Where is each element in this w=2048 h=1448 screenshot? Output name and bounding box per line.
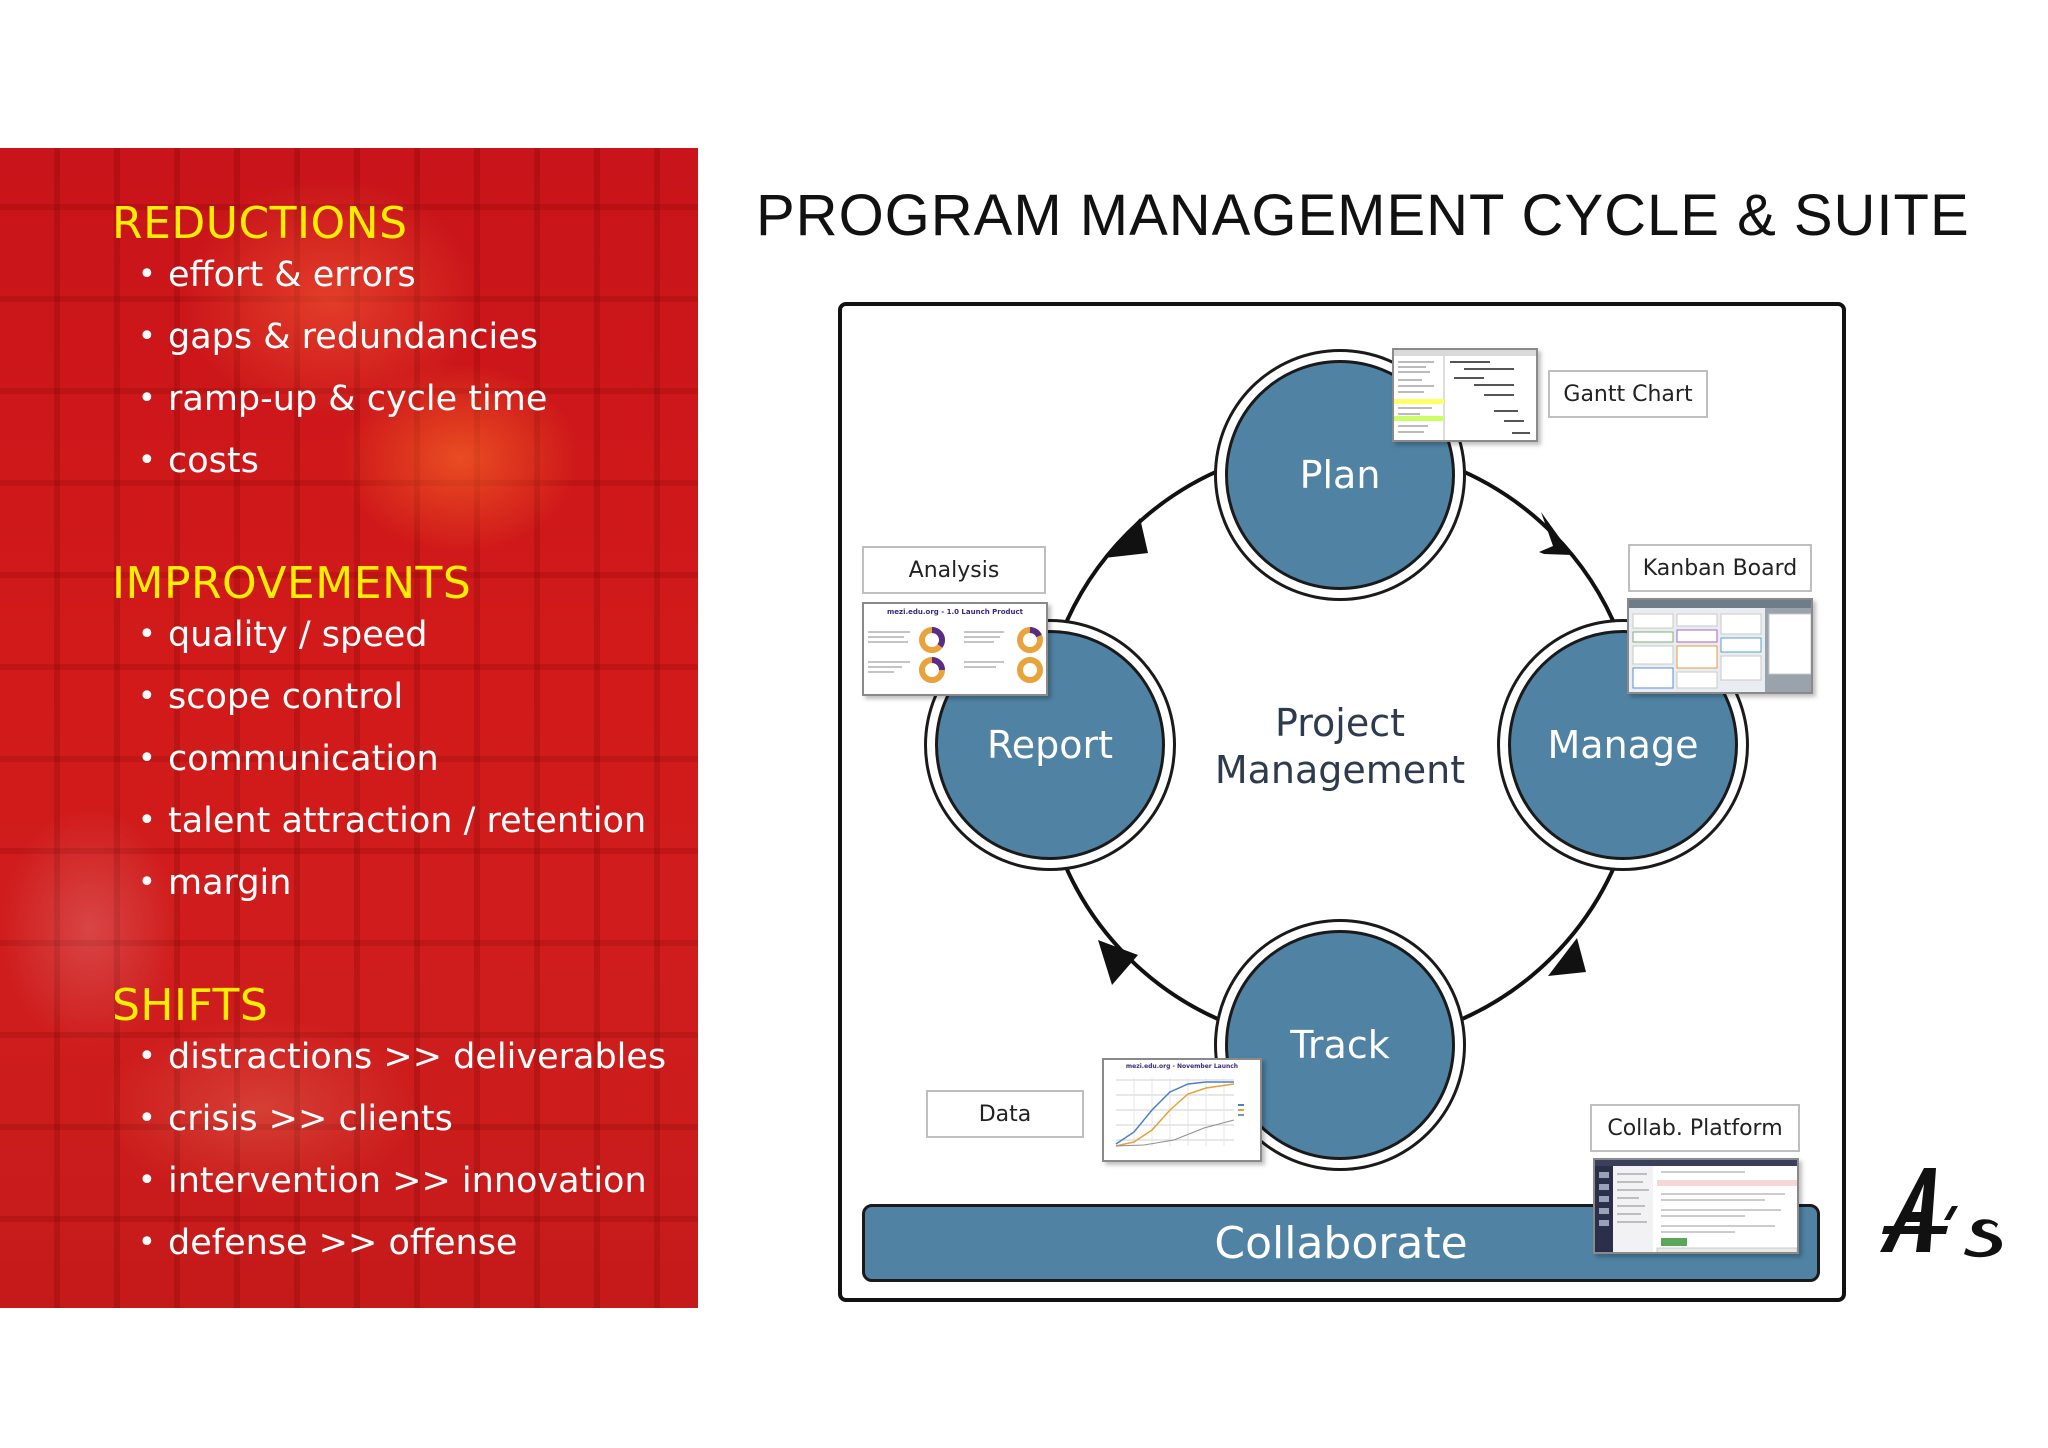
tag-data: Data: [926, 1090, 1084, 1138]
center-label-line-1: Project: [1274, 701, 1405, 745]
center-label-line-2: Management: [1214, 748, 1466, 792]
node-track: Track: [1225, 930, 1455, 1160]
center-label: Project Management: [1180, 700, 1500, 794]
list-item: margin: [138, 852, 646, 914]
node-manage: Manage: [1508, 630, 1738, 860]
tag-gantt-chart: Gantt Chart: [1548, 370, 1708, 418]
list-item: costs: [138, 430, 547, 492]
left-panel: REDUCTIONS effort & errors gaps & redund…: [0, 148, 698, 1308]
a-s-logo-icon: [1880, 1168, 2002, 1258]
company-logo: [1878, 1160, 2010, 1260]
improvements-list: quality / speed scope control communicat…: [138, 604, 646, 914]
collab-platform-thumbnail: [1593, 1158, 1799, 1254]
data-chart-thumbnail: mezi.edu.org - November Launch: [1102, 1058, 1262, 1162]
page-title: PROGRAM MANAGEMENT CYCLE & SUITE: [756, 183, 1970, 248]
list-item: crisis >> clients: [138, 1088, 666, 1150]
list-item: intervention >> innovation: [138, 1150, 666, 1212]
gantt-chart-image: [1394, 350, 1536, 440]
collab-platform-image: [1595, 1160, 1797, 1252]
tag-collab-platform: Collab. Platform: [1590, 1104, 1800, 1152]
list-item: distractions >> deliverables: [138, 1026, 666, 1088]
list-item: gaps & redundancies: [138, 306, 547, 368]
gantt-chart-thumbnail: [1392, 348, 1538, 442]
list-item: scope control: [138, 666, 646, 728]
list-item: quality / speed: [138, 604, 646, 666]
analysis-thumbnail-title: mezi.edu.org - 1.0 Launch Product: [886, 608, 1024, 616]
list-item: effort & errors: [138, 244, 547, 306]
tag-kanban-board: Kanban Board: [1628, 544, 1812, 592]
data-thumbnail-title: mezi.edu.org - November Launch: [1125, 1063, 1239, 1070]
list-item: ramp-up & cycle time: [138, 368, 547, 430]
shifts-heading: SHIFTS: [112, 980, 269, 1031]
kanban-board-thumbnail: [1627, 598, 1813, 694]
list-item: communication: [138, 728, 646, 790]
analysis-thumbnail: mezi.edu.org - 1.0 Launch Product: [862, 602, 1048, 696]
list-item: defense >> offense: [138, 1212, 666, 1274]
tag-analysis: Analysis: [862, 546, 1046, 594]
list-item: talent attraction / retention: [138, 790, 646, 852]
reductions-list: effort & errors gaps & redundancies ramp…: [138, 244, 547, 492]
kanban-board-image: [1629, 600, 1811, 692]
analysis-donut-chart-image: [868, 627, 1043, 683]
improvements-heading: IMPROVEMENTS: [112, 558, 472, 609]
reductions-heading: REDUCTIONS: [112, 198, 408, 249]
shifts-list: distractions >> deliverables crisis >> c…: [138, 1026, 666, 1274]
data-line-chart-image: [1115, 1078, 1244, 1147]
